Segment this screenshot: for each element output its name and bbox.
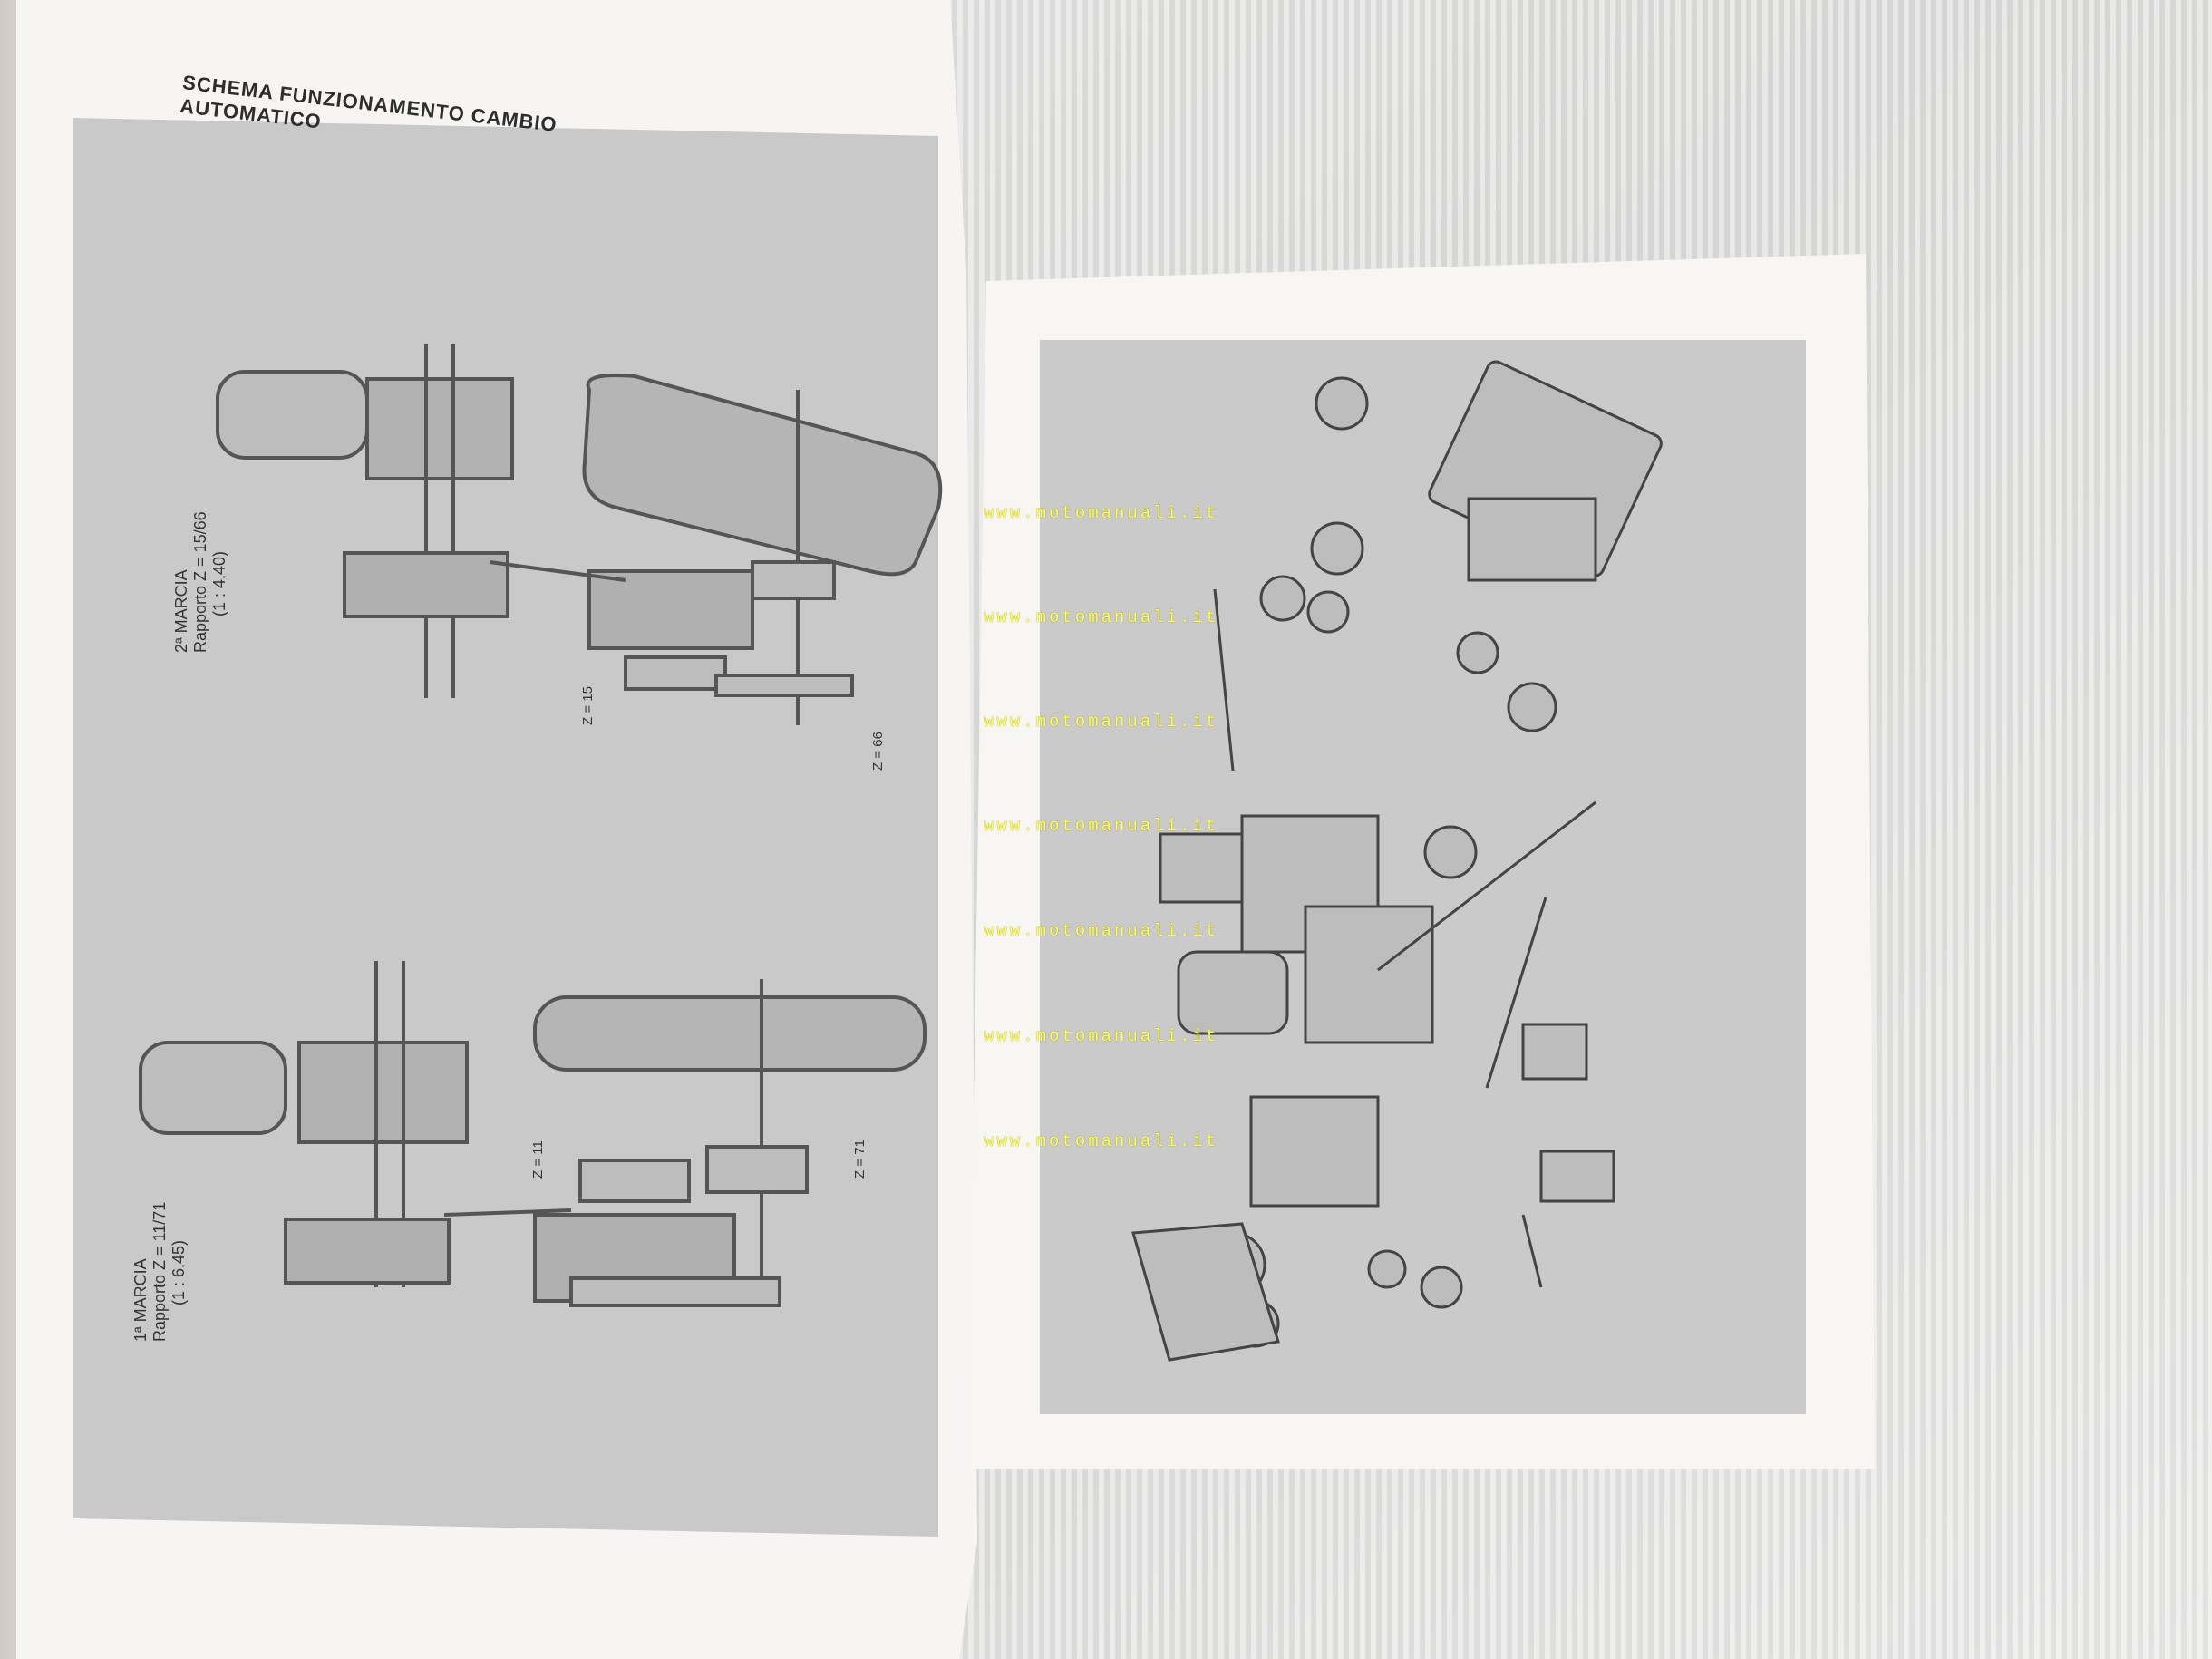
watermark-3: www.motomanuali.it <box>984 712 1219 732</box>
gear2-diagram <box>216 344 943 725</box>
watermark-1: www.motomanuali.it <box>984 503 1219 523</box>
watermark-6: www.motomanuali.it <box>984 1026 1219 1046</box>
watermark-5: www.motomanuali.it <box>984 921 1219 941</box>
watermark-7: www.motomanuali.it <box>984 1131 1219 1151</box>
watermark-2: www.motomanuali.it <box>984 607 1219 627</box>
gear1-diagram <box>139 961 927 1307</box>
watermark-4: www.motomanuali.it <box>984 816 1219 836</box>
